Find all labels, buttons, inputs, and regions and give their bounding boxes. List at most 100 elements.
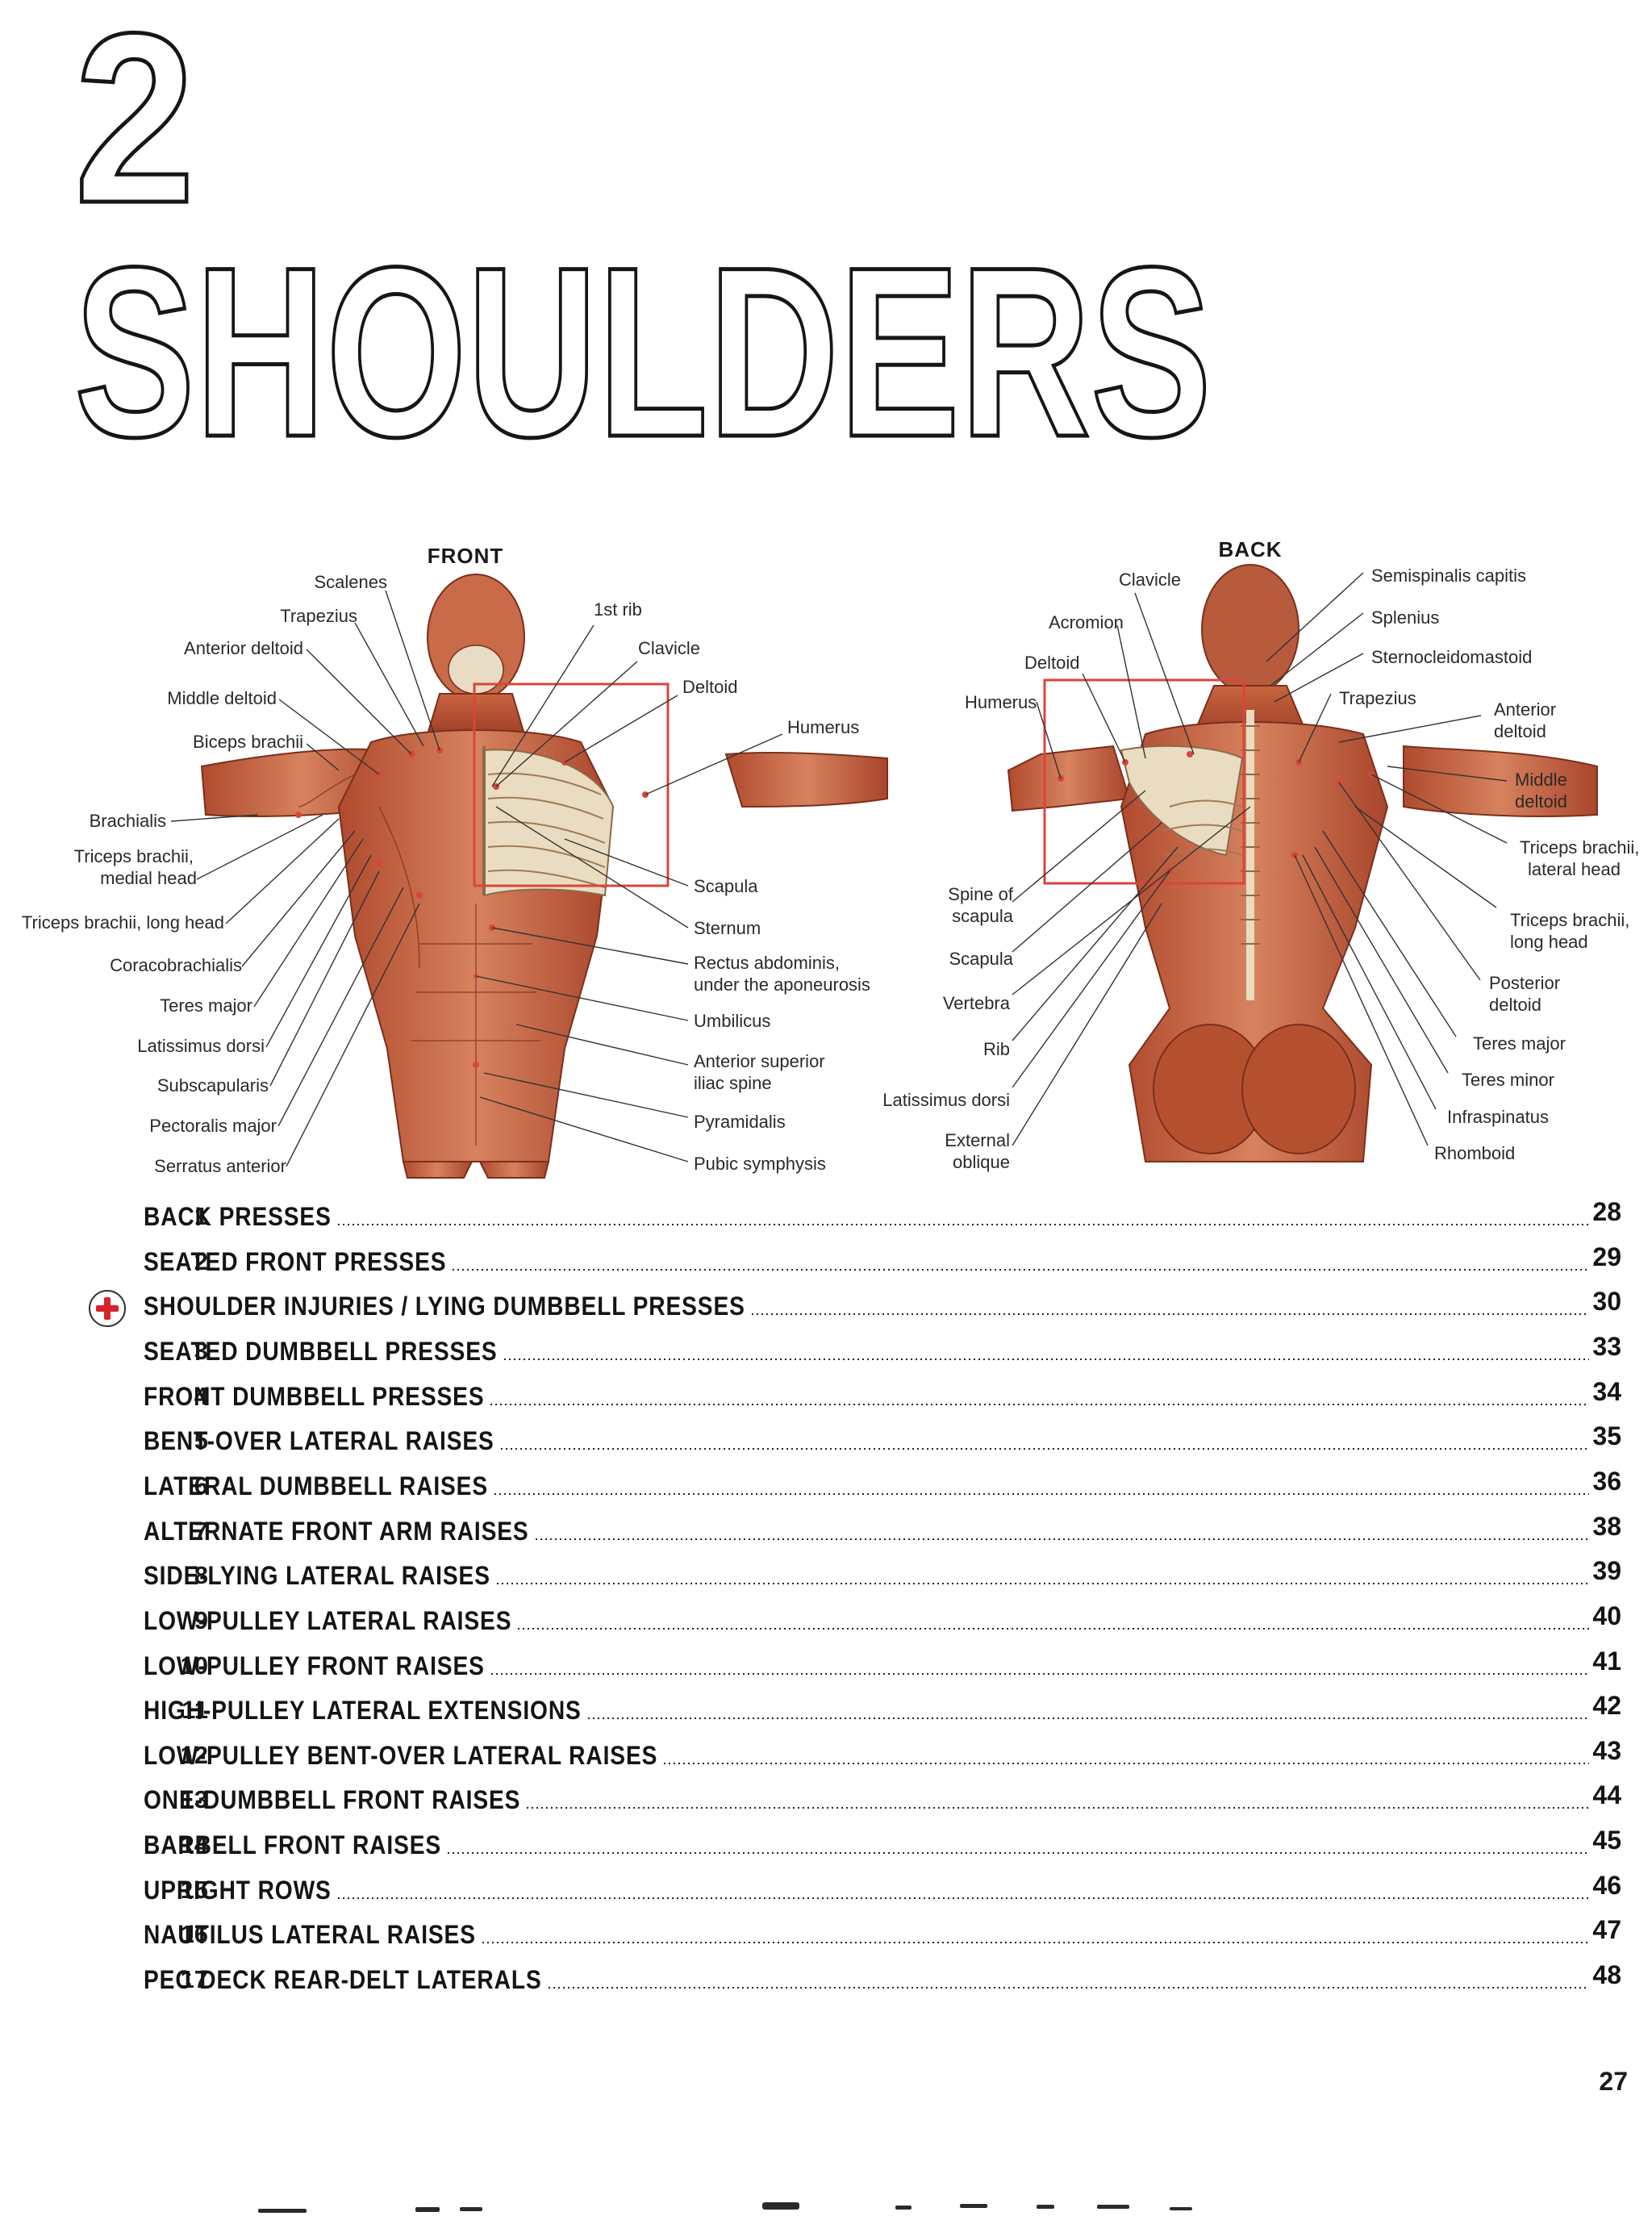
back-panel-title: BACK (1218, 537, 1283, 561)
toc-entry-page: 33 (1592, 1331, 1621, 1361)
label-subscapularis: Subscapularis (156, 1075, 269, 1096)
toc-entry-title: SEATED DUMBBELL PRESSES (144, 1336, 498, 1366)
toc-entry-number: 17 (180, 1965, 208, 1994)
label-rectus-1: Rectus abdominis, (694, 953, 840, 973)
toc-entry-page: 35 (1592, 1421, 1621, 1451)
anatomy-figures: FRONT BACK Scalenes Trapezius Anterior d… (22, 537, 1639, 1179)
label-triceps-lateral-2: lateral head (1528, 859, 1621, 879)
toc-entry-title: BACK PRESSES (144, 1202, 332, 1231)
scan-marks (258, 2202, 1192, 2213)
toc-entry-page: 39 (1592, 1556, 1621, 1586)
toc-dot-leader (502, 1357, 1590, 1361)
label-middle-deltoid-back-1: Middle (1515, 770, 1567, 790)
label-coracobrachialis: Coracobrachialis (110, 955, 242, 975)
label-serratus-anterior: Serratus anterior (154, 1156, 286, 1176)
toc-entry-title: SEATED FRONT PRESSES (144, 1246, 447, 1276)
toc-entry-page: 48 (1592, 1960, 1621, 1990)
toc-entry-title: FRONT DUMBBELL PRESSES (144, 1381, 485, 1411)
toc-entry-number: 16 (180, 1920, 208, 1949)
toc-entry-title: LOW-PULLEY FRONT RAISES (144, 1651, 485, 1680)
toc-dot-leader (499, 1447, 1590, 1451)
toc-entry-page: 45 (1592, 1826, 1621, 1855)
toc-dot-leader (489, 1402, 1590, 1406)
toc-dot-leader (480, 1941, 1590, 1945)
label-external-oblique-2: oblique (953, 1152, 1010, 1172)
label-teres-major: Teres major (160, 995, 252, 1016)
toc-entry-title: SHOULDER INJURIES / LYING DUMBBELL PRESS… (144, 1292, 745, 1321)
label-trapezius-back: Trapezius (1339, 688, 1416, 708)
toc-entry-number: 9 (194, 1605, 208, 1634)
toc-dot-leader (516, 1626, 1590, 1630)
label-humerus-back: Humerus (965, 692, 1037, 712)
label-acromion: Acromion (1049, 612, 1124, 632)
toc-entry-page: 28 (1592, 1197, 1621, 1226)
label-triceps-long-2: long head (1510, 932, 1588, 952)
label-asis-2: iliac spine (694, 1073, 772, 1093)
toc-entry-number: 15 (180, 1875, 208, 1904)
back-figure (1007, 564, 1598, 1162)
label-sternum: Sternum (694, 918, 761, 938)
toc-entry-title: NAUTILUS LATERAL RAISES (144, 1920, 476, 1950)
label-rectus-2: under the aponeurosis (694, 975, 870, 995)
toc-entry-title: LOW-PULLEY BENT-OVER LATERAL RAISES (144, 1740, 658, 1770)
label-teres-major-back: Teres major (1473, 1033, 1566, 1054)
toc-entry-number: 6 (194, 1471, 208, 1500)
label-middle-deltoid: Middle deltoid (167, 688, 277, 708)
toc-entry-number: 1 (194, 1202, 208, 1230)
label-triceps-medial-1: Triceps brachii, (73, 846, 194, 866)
toc-entry-page: 41 (1592, 1646, 1621, 1676)
toc-entry-page: 34 (1592, 1376, 1621, 1406)
toc-dot-leader (451, 1267, 1590, 1271)
toc-entry-page: 29 (1592, 1242, 1621, 1271)
toc-entry-page: 40 (1592, 1601, 1621, 1630)
chapter-heading: 2 SHOULDERS (73, 0, 1214, 468)
toc-entry-page: 42 (1592, 1691, 1621, 1721)
toc-entry-title: BENT-OVER LATERAL RAISES (144, 1426, 494, 1456)
label-trapezius: Trapezius (280, 606, 357, 626)
label-umbilicus: Umbilicus (694, 1011, 771, 1031)
toc-entry-page: 47 (1592, 1915, 1621, 1945)
toc-entry-number: 7 (194, 1516, 208, 1545)
toc-entry[interactable]: SHOULDER INJURIES / LYING DUMBBELL PRESS… (81, 1287, 1621, 1332)
label-spine-scapula-2: scapula (952, 906, 1013, 926)
label-external-oblique-1: External (945, 1130, 1010, 1150)
label-deltoid-back: Deltoid (1024, 653, 1080, 673)
label-splenius: Splenius (1371, 607, 1440, 628)
label-asis-1: Anterior superior (694, 1051, 825, 1071)
chapter-title: SHOULDERS (74, 216, 1212, 468)
toc-entry-page: 43 (1592, 1735, 1621, 1765)
toc-dot-leader (546, 1986, 1590, 1990)
toc-dot-leader (336, 1896, 1590, 1900)
label-clavicle-front: Clavicle (638, 638, 701, 658)
toc-dot-leader (525, 1806, 1590, 1810)
toc-entry-number: 13 (180, 1785, 208, 1814)
back-leader-lines (1012, 572, 1508, 1146)
toc-dot-leader (493, 1492, 1590, 1496)
toc-entry-number: 12 (180, 1740, 208, 1769)
label-posterior-deltoid-2: deltoid (1489, 995, 1541, 1015)
label-anterior-deltoid: Anterior deltoid (184, 638, 303, 658)
toc-entry-title: HIGH-PULLEY LATERAL EXTENSIONS (144, 1696, 582, 1726)
toc-entry-title: ONE-DUMBBELL FRONT RAISES (144, 1785, 521, 1815)
label-teres-minor: Teres minor (1462, 1070, 1554, 1090)
label-pectoralis-major: Pectoralis major (149, 1116, 277, 1136)
toc-dot-leader (662, 1761, 1590, 1765)
toc-entry-page: 46 (1592, 1870, 1621, 1900)
